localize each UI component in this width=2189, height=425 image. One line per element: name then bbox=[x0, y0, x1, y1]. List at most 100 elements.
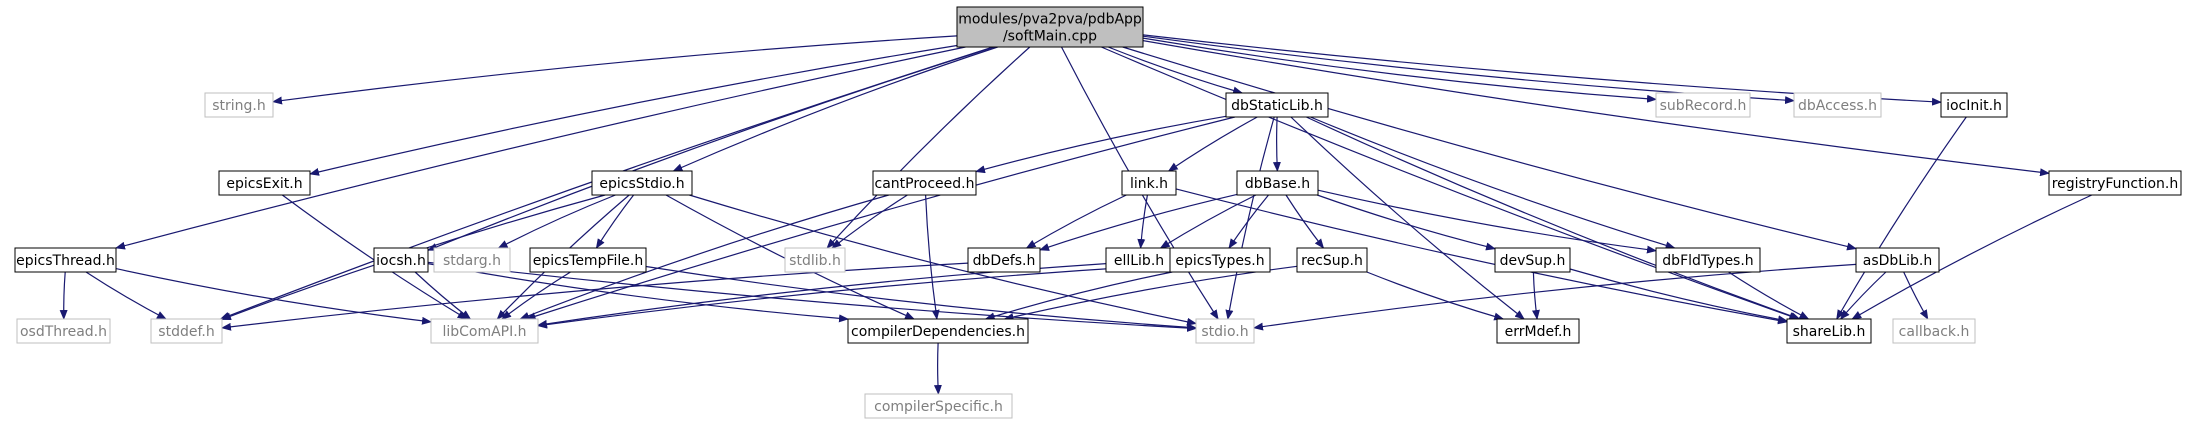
edge-root-to-dbStaticLib_h bbox=[1107, 46, 1244, 95]
nodes-layer: modules/pva2pva/pdbApp/softMain.cpp strin… bbox=[14, 6, 2182, 419]
edge-root-to-asDbLib_h bbox=[1122, 46, 1857, 251]
node-label: subRecord.h bbox=[1660, 98, 1747, 114]
edge-dbStaticLib_h-to-cantProceed_h bbox=[975, 115, 1227, 174]
node-box bbox=[1236, 170, 1319, 196]
edge-epicsStdio_h-to-epicsTempFile_h bbox=[595, 194, 635, 249]
node-box bbox=[529, 247, 647, 273]
node-compilerSpecific-h: compilerSpecific.h bbox=[864, 393, 1013, 419]
edge-root-to-registryFunction_h bbox=[1142, 40, 2050, 177]
node-asDbLib-h[interactable]: asDbLib.h bbox=[1855, 247, 1940, 273]
edge-root-to-stdlib_h bbox=[826, 46, 1031, 249]
node-link-h[interactable]: link.h bbox=[1121, 170, 1177, 196]
node-epicsTypes-h[interactable]: epicsTypes.h bbox=[1169, 247, 1271, 273]
edge-dbBase_h-to-ellLib_h bbox=[1159, 194, 1257, 249]
node-box bbox=[1169, 247, 1271, 273]
node-registryFunction-h[interactable]: registryFunction.h bbox=[2048, 170, 2182, 196]
node-epicsThread-h[interactable]: epicsThread.h bbox=[14, 247, 117, 273]
node-label: epicsTypes.h bbox=[1175, 253, 1264, 269]
node-label: compilerSpecific.h bbox=[874, 399, 1003, 415]
edge-dbBase_h-to-recSup_h bbox=[1285, 194, 1325, 249]
node-box bbox=[1892, 318, 1976, 344]
node-label: dbFldTypes.h bbox=[1662, 253, 1753, 269]
node-label: dbDefs.h bbox=[973, 253, 1036, 269]
edge-link_h-to-shareLib_h bbox=[1175, 188, 1788, 325]
node-label: dbStaticLib.h bbox=[1231, 98, 1323, 114]
node-ellLib-h[interactable]: ellLib.h bbox=[1105, 247, 1173, 273]
node-stdio-h: stdio.h bbox=[1195, 318, 1255, 344]
node-label: asDbLib.h bbox=[1863, 253, 1932, 269]
node-label: stdarg.h bbox=[443, 253, 501, 269]
node-dbStaticLib-h[interactable]: dbStaticLib.h bbox=[1225, 92, 1329, 118]
node-compilerDependencies-h[interactable]: compilerDependencies.h bbox=[847, 318, 1029, 344]
node-box bbox=[1121, 170, 1177, 196]
node-label: recSup.h bbox=[1301, 253, 1363, 269]
node-box bbox=[1655, 247, 1761, 273]
node-stddef-h: stddef.h bbox=[150, 318, 223, 344]
node-string-h: string.h bbox=[204, 92, 274, 118]
node-stdarg-h: stdarg.h bbox=[433, 247, 511, 273]
node-epicsExit-h[interactable]: epicsExit.h bbox=[218, 170, 311, 196]
edge-epicsThread_h-to-stddef_h bbox=[85, 271, 167, 320]
node-label: dbAccess.h bbox=[1798, 98, 1877, 114]
node-epicsStdio-h[interactable]: epicsStdio.h bbox=[591, 170, 693, 196]
node-box bbox=[16, 318, 111, 344]
node-errMdef-h[interactable]: errMdef.h bbox=[1496, 318, 1580, 344]
node-box bbox=[1786, 318, 1872, 344]
edge-epicsThread_h-to-osdThread_h bbox=[59, 271, 68, 320]
edge-iocsh_h-to-stdio_h bbox=[427, 261, 1197, 333]
node-dbDefs-h[interactable]: dbDefs.h bbox=[967, 247, 1041, 273]
node-box bbox=[1296, 247, 1368, 273]
edge-dbStaticLib_h-to-dbBase_h bbox=[1272, 116, 1281, 172]
node-box bbox=[1793, 92, 1882, 118]
node-label: modules/pva2pva/pdbApp bbox=[958, 12, 1142, 28]
node-box bbox=[1940, 92, 2008, 118]
node-label: epicsTempFile.h bbox=[533, 253, 643, 269]
node-shareLib-h[interactable]: shareLib.h bbox=[1786, 318, 1872, 344]
node-label: ellLib.h bbox=[1114, 253, 1164, 269]
edge-root-to-shareLib_h bbox=[1101, 46, 1800, 320]
node-label: shareLib.h bbox=[1793, 324, 1866, 340]
node-libComAPI-h: libComAPI.h bbox=[430, 318, 539, 344]
node-cantProceed-h[interactable]: cantProceed.h bbox=[872, 170, 977, 196]
edge-epicsThread_h-to-libComAPI_h bbox=[115, 268, 432, 325]
node-label: stdio.h bbox=[1201, 324, 1248, 340]
node-box bbox=[1496, 318, 1580, 344]
node-root[interactable]: modules/pva2pva/pdbApp/softMain.cpp bbox=[956, 6, 1144, 48]
node-dbFldTypes-h[interactable]: dbFldTypes.h bbox=[1655, 247, 1761, 273]
node-box bbox=[872, 170, 977, 196]
node-box bbox=[1105, 247, 1173, 273]
node-label: string.h bbox=[212, 98, 266, 114]
edge-recSup_h-to-errMdef_h bbox=[1366, 271, 1505, 321]
node-box bbox=[1195, 318, 1255, 344]
node-iocInit-h[interactable]: iocInit.h bbox=[1940, 92, 2008, 118]
node-box bbox=[967, 247, 1041, 273]
edge-dbBase_h-to-dbFldTypes_h bbox=[1317, 189, 1657, 254]
node-box bbox=[150, 318, 223, 344]
node-dbBase-h[interactable]: dbBase.h bbox=[1236, 170, 1319, 196]
node-devSup-h[interactable]: devSup.h bbox=[1494, 247, 1571, 273]
edge-root-to-iocsh_h bbox=[427, 46, 995, 251]
edge-devSup_h-to-shareLib_h bbox=[1569, 268, 1788, 324]
edge-dbDefs_h-to-stddef_h bbox=[221, 262, 969, 331]
edge-epicsStdio_h-to-stdarg_h bbox=[497, 194, 616, 249]
node-label: epicsStdio.h bbox=[599, 176, 684, 192]
node-label: stddef.h bbox=[158, 324, 214, 340]
edge-epicsTempFile_h-to-stdio_h bbox=[645, 265, 1197, 332]
edge-epicsTypes_h-to-libComAPI_h bbox=[537, 264, 1171, 329]
node-box bbox=[956, 6, 1144, 48]
edge-asDbLib_h-to-callback_h bbox=[1903, 271, 1929, 320]
edge-link_h-to-ellLib_h bbox=[1137, 194, 1148, 249]
node-iocsh-h[interactable]: iocsh.h bbox=[373, 247, 429, 273]
node-box bbox=[1494, 247, 1571, 273]
node-recSup-h[interactable]: recSup.h bbox=[1296, 247, 1368, 273]
edge-cantProceed_h-to-compilerDependencies_h bbox=[925, 194, 940, 320]
node-label: stdlib.h bbox=[789, 253, 841, 269]
node-label: registryFunction.h bbox=[2052, 176, 2179, 192]
edge-devSup_h-to-errMdef_h bbox=[1531, 271, 1540, 320]
edges-layer bbox=[59, 34, 2093, 395]
node-box bbox=[1655, 92, 1751, 118]
node-box bbox=[591, 170, 693, 196]
node-epicsTempFile-h[interactable]: epicsTempFile.h bbox=[529, 247, 647, 273]
